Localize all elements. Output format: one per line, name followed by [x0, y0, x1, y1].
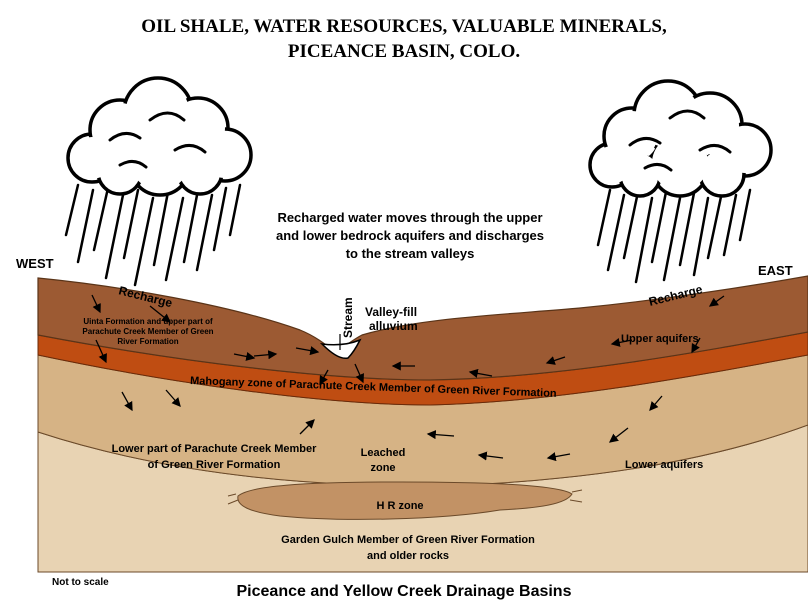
uinta-label-line-2: Parachute Creek Member of Green [82, 327, 213, 336]
diagram-title: OIL SHALE, WATER RESOURCES, VALUABLE MIN… [0, 14, 808, 64]
lower-aquifers-label: Lower aquifers [625, 459, 703, 471]
uinta-label-line-3: River Formation [117, 337, 178, 346]
upper-layer [37, 275, 808, 381]
rain-west [64, 183, 242, 287]
lower-parachute-label-line-1: Lower part of Parachute Creek Member [112, 443, 318, 455]
valley-fill-label-2: alluvium [369, 319, 418, 333]
diagram-caption: Piceance and Yellow Creek Drainage Basin… [236, 583, 572, 600]
uinta-label: Uinta Formation and upper part of Parach… [82, 317, 213, 346]
valley-fill-alluvium [319, 338, 362, 360]
garden-gulch-label-line-1: Garden Gulch Member of Green River Forma… [281, 534, 535, 546]
rain-east [596, 188, 752, 284]
leached-zone-label-line-1: Leached [361, 447, 406, 459]
west-label: WEST [16, 256, 54, 271]
garden-gulch-label: Garden Gulch Member of Green River Forma… [281, 534, 535, 562]
lower-parachute-label-line-2: of Green River Formation [148, 459, 281, 471]
flow-arrows [91, 294, 725, 462]
leached-zone-label: Leached zone [361, 447, 406, 474]
flow-line-1: Recharged water moves through the upper [277, 210, 542, 225]
upper-aquifers-label: Upper aquifers [621, 333, 699, 345]
flow-explanation: Recharged water moves through the upper … [276, 210, 544, 261]
flow-line-2: and lower bedrock aquifers and discharge… [276, 228, 544, 243]
flow-line-3: to the stream valleys [346, 246, 475, 261]
lower-parachute-label: Lower part of Parachute Creek Member of … [112, 443, 318, 471]
stream-label: Stream [341, 297, 355, 338]
leached-zone-label-line-2: zone [370, 462, 395, 474]
valley-fill-label-1: Valley-fill [365, 305, 417, 319]
hr-zone-lens [237, 481, 573, 520]
uinta-label-line-1: Uinta Formation and upper part of [83, 317, 213, 326]
garden-gulch-label-line-2: and older rocks [367, 550, 449, 562]
hr-zone-label: H R zone [376, 500, 423, 512]
east-label: EAST [758, 263, 793, 278]
not-to-scale-note: Not to scale [52, 577, 109, 588]
title-line-1: OIL SHALE, WATER RESOURCES, VALUABLE MIN… [141, 16, 667, 37]
title-line-2: PICEANCE BASIN, COLO. [287, 41, 521, 62]
